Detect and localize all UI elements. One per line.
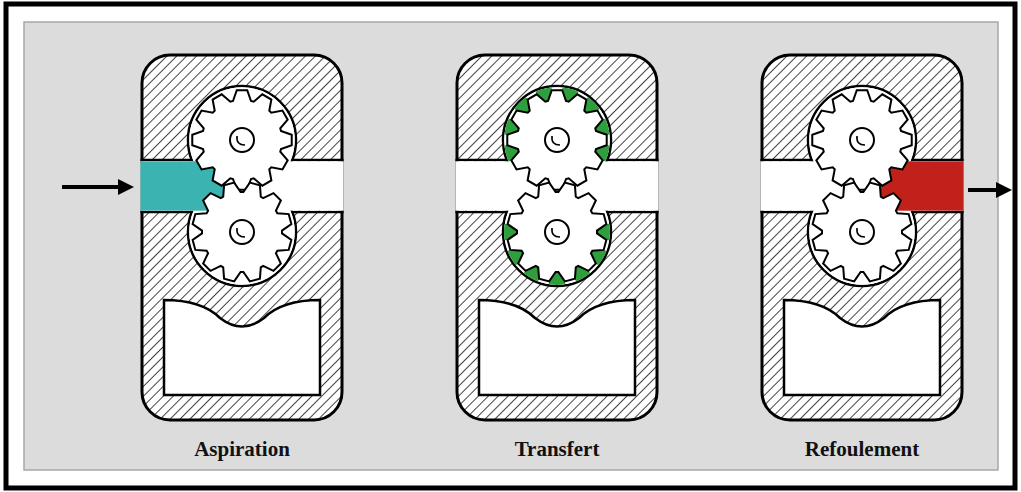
fluid-layer [504,87,610,285]
gear-wheel [508,183,607,282]
gear-hub [850,128,874,152]
gear-teeth [813,183,912,282]
gear-wheel [193,183,292,282]
gear-pair [507,90,606,281]
lower-chamber [479,300,635,395]
lower-chamber [164,300,320,395]
inflow-arrow [62,185,120,189]
panel-ground [24,22,998,470]
hub-mark [857,136,865,145]
hub-mark [237,136,245,145]
gear-teeth [192,90,291,189]
gear-pair [812,90,911,281]
stage-label: Refoulement [805,437,919,462]
lower-chamber [784,300,940,395]
gear-hub [850,220,874,244]
pump-housing [457,55,657,420]
hub-mark [552,136,560,145]
outflow-arrow [968,188,998,192]
gear-hub [545,220,569,244]
gear-teeth [812,90,911,189]
hub-mark [552,228,560,237]
gear-wheel [507,90,606,189]
pump-housing [762,55,962,420]
gear-pair [192,90,291,281]
hub-mark [237,228,245,237]
outer-frame [6,4,1015,488]
outflow-arrowhead [996,182,1012,198]
gear-teeth [508,183,607,282]
gear-hub [545,128,569,152]
stage-label: Transfert [515,437,600,462]
gear-wheel [812,90,911,189]
gear-teeth [193,183,292,282]
gear-wheel [192,90,291,189]
gear-wheel [813,183,912,282]
hub-mark [857,228,865,237]
gear-teeth [507,90,606,189]
pump-body [141,55,344,420]
inflow-arrowhead [118,179,134,195]
pump-body [761,55,964,420]
stage-label: Aspiration [194,437,290,462]
pump-body [456,55,659,420]
gear-hub [230,220,254,244]
pump-housing [142,55,342,420]
gear-hub [230,128,254,152]
